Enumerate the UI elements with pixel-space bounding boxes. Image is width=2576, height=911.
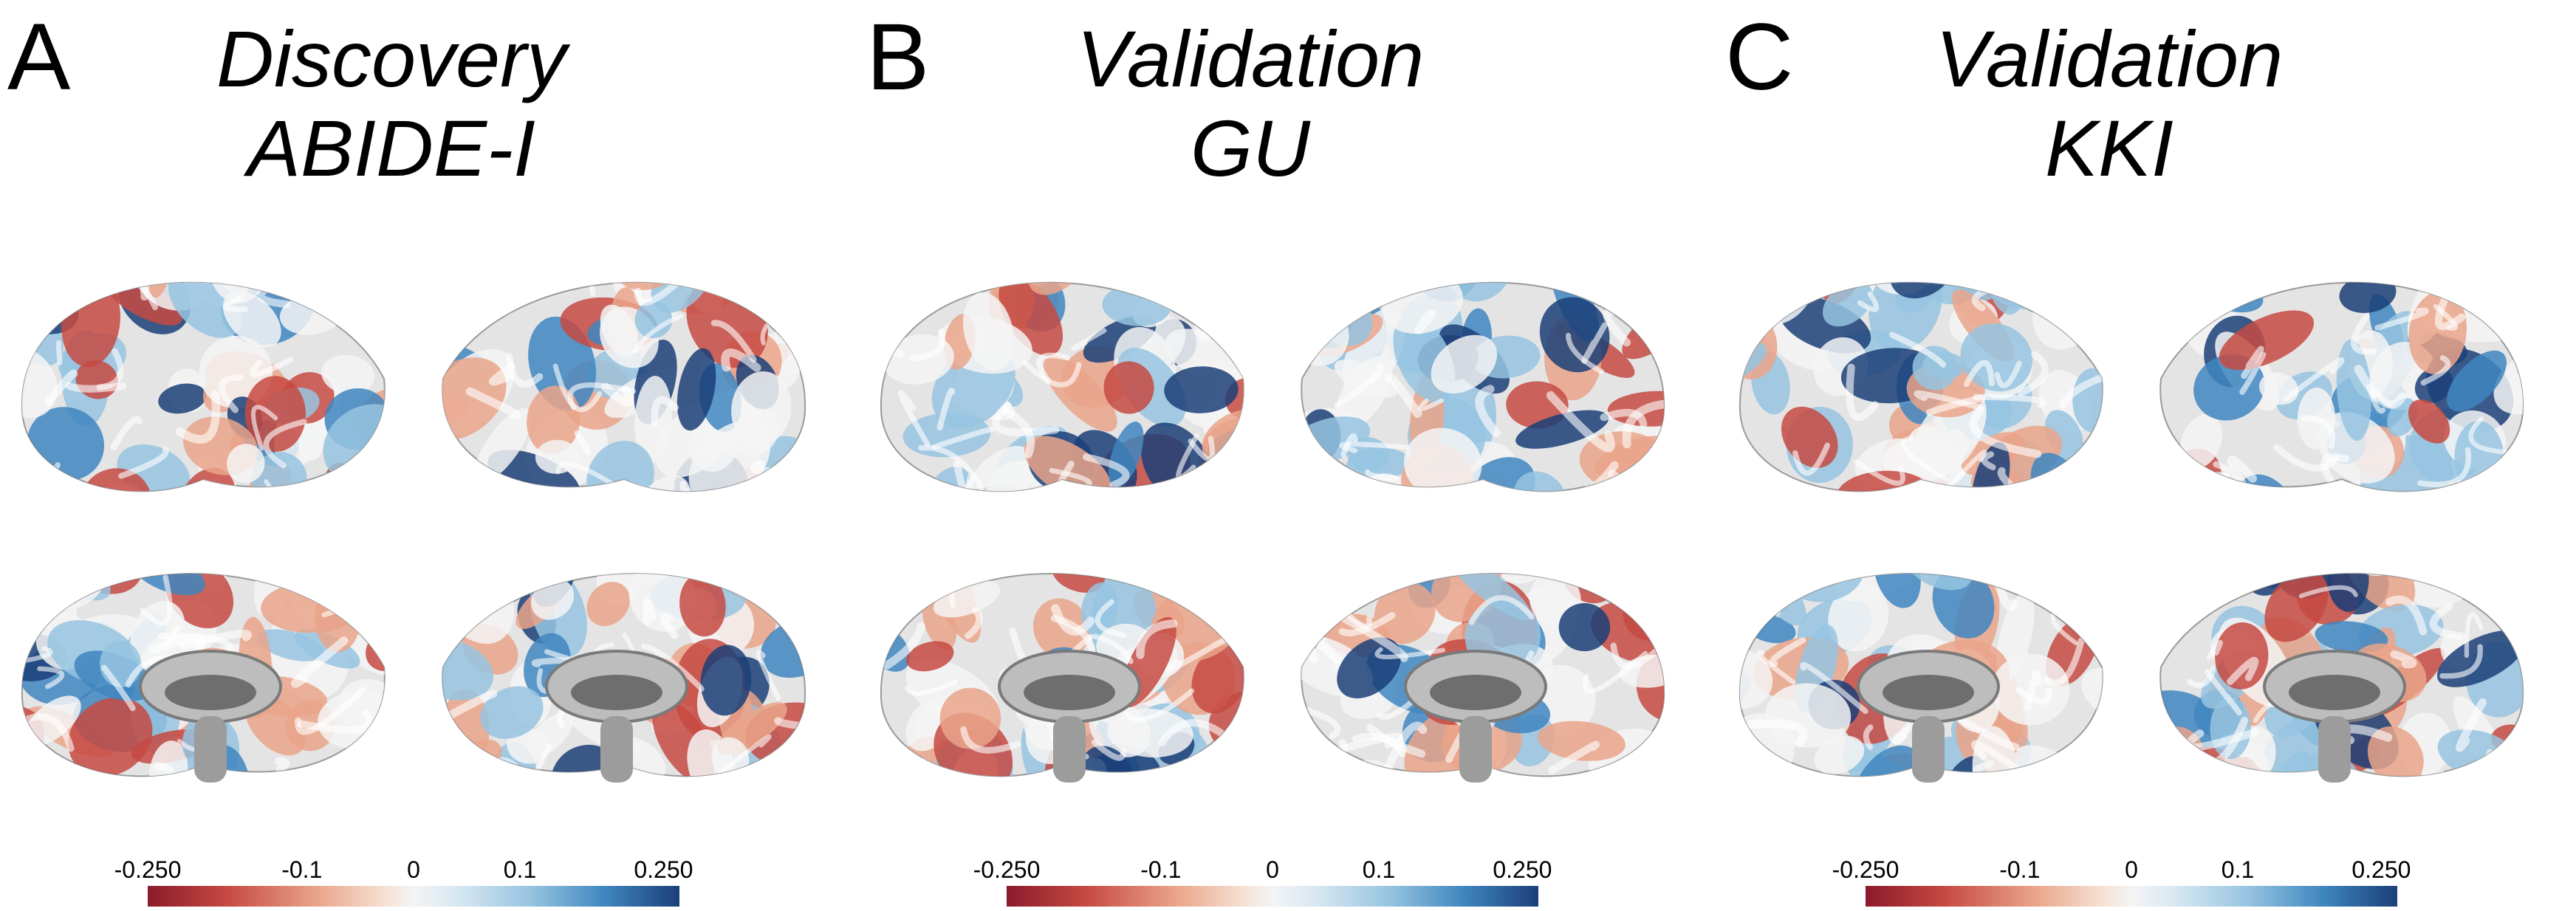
- colorbar-tick: 0.1: [1362, 856, 1396, 883]
- colorbar-gradient: [148, 886, 679, 907]
- colorbar-tick: 0: [407, 856, 420, 883]
- brain-view-left-lateral: [1739, 281, 2103, 492]
- panel-title-line2: GU: [1191, 103, 1310, 193]
- panel-title: Discovery ABIDE-I: [185, 14, 598, 193]
- panel-letter: C: [1725, 4, 1794, 110]
- panel-title-line1: Validation: [1935, 14, 2284, 103]
- brain-view-left-medial: [21, 573, 386, 783]
- colorbar-tick: 0.250: [634, 856, 693, 883]
- panel-b: B Validation GU -0.250 -0.1 0 0.1 0.250: [859, 0, 1718, 911]
- colorbar: -0.250 -0.1 0 0.1 0.250: [114, 856, 693, 911]
- colorbar-tick: 0.1: [503, 856, 537, 883]
- colorbar-tick: 0.1: [2221, 856, 2255, 883]
- colorbar-tick: -0.1: [1140, 856, 1182, 883]
- panel-title-line1: Discovery: [216, 14, 567, 103]
- brain-view-right-medial: [2159, 573, 2524, 783]
- brain-view-right-lateral: [2159, 281, 2524, 492]
- colorbar: -0.250 -0.1 0 0.1 0.250: [973, 856, 1552, 911]
- panel-title-line1: Validation: [1076, 14, 1425, 103]
- colorbar-tick: 0.250: [2351, 856, 2411, 883]
- brain-view-left-medial: [880, 573, 1244, 783]
- brain-view-left-lateral: [880, 281, 1244, 492]
- panel-c: C Validation KKI -0.250 -0.1 0 0.1 0.250: [1718, 0, 2576, 911]
- brain-view-right-medial: [1301, 573, 1665, 783]
- colorbar-tick: -0.1: [1999, 856, 2041, 883]
- colorbar-ticks: -0.250 -0.1 0 0.1 0.250: [973, 856, 1552, 883]
- colorbar-ticks: -0.250 -0.1 0 0.1 0.250: [114, 856, 693, 883]
- brain-surface-maps: [1739, 281, 2524, 783]
- colorbar: -0.250 -0.1 0 0.1 0.250: [1832, 856, 2411, 911]
- panel-title-line2: ABIDE-I: [247, 103, 536, 193]
- colorbar-tick: -0.250: [973, 856, 1041, 883]
- panel-letter: B: [866, 4, 930, 110]
- colorbar-tick: 0: [1266, 856, 1279, 883]
- panel-title-line2: KKI: [2044, 103, 2174, 193]
- panel-letter: A: [7, 4, 71, 110]
- colorbar-gradient: [1007, 886, 1538, 907]
- colorbar-gradient: [1866, 886, 2397, 907]
- brain-surface-maps: [880, 281, 1665, 783]
- colorbar-tick: -0.1: [281, 856, 323, 883]
- panel-title: Validation GU: [1044, 14, 1457, 193]
- brain-surface-maps: [21, 281, 806, 783]
- colorbar-tick: 0: [2125, 856, 2138, 883]
- panel-a: A Discovery ABIDE-I -0.250 -0.1 0 0.1 0.…: [0, 0, 859, 911]
- brain-view-right-medial: [442, 573, 806, 783]
- colorbar-tick: 0.250: [1493, 856, 1552, 883]
- brain-view-right-lateral: [442, 281, 806, 492]
- colorbar-tick: -0.250: [1832, 856, 1900, 883]
- colorbar-ticks: -0.250 -0.1 0 0.1 0.250: [1832, 856, 2411, 883]
- brain-view-left-lateral: [21, 281, 386, 492]
- brain-view-left-medial: [1739, 573, 2103, 783]
- panel-title: Validation KKI: [1902, 14, 2316, 193]
- colorbar-tick: -0.250: [114, 856, 182, 883]
- brain-view-right-lateral: [1301, 281, 1665, 492]
